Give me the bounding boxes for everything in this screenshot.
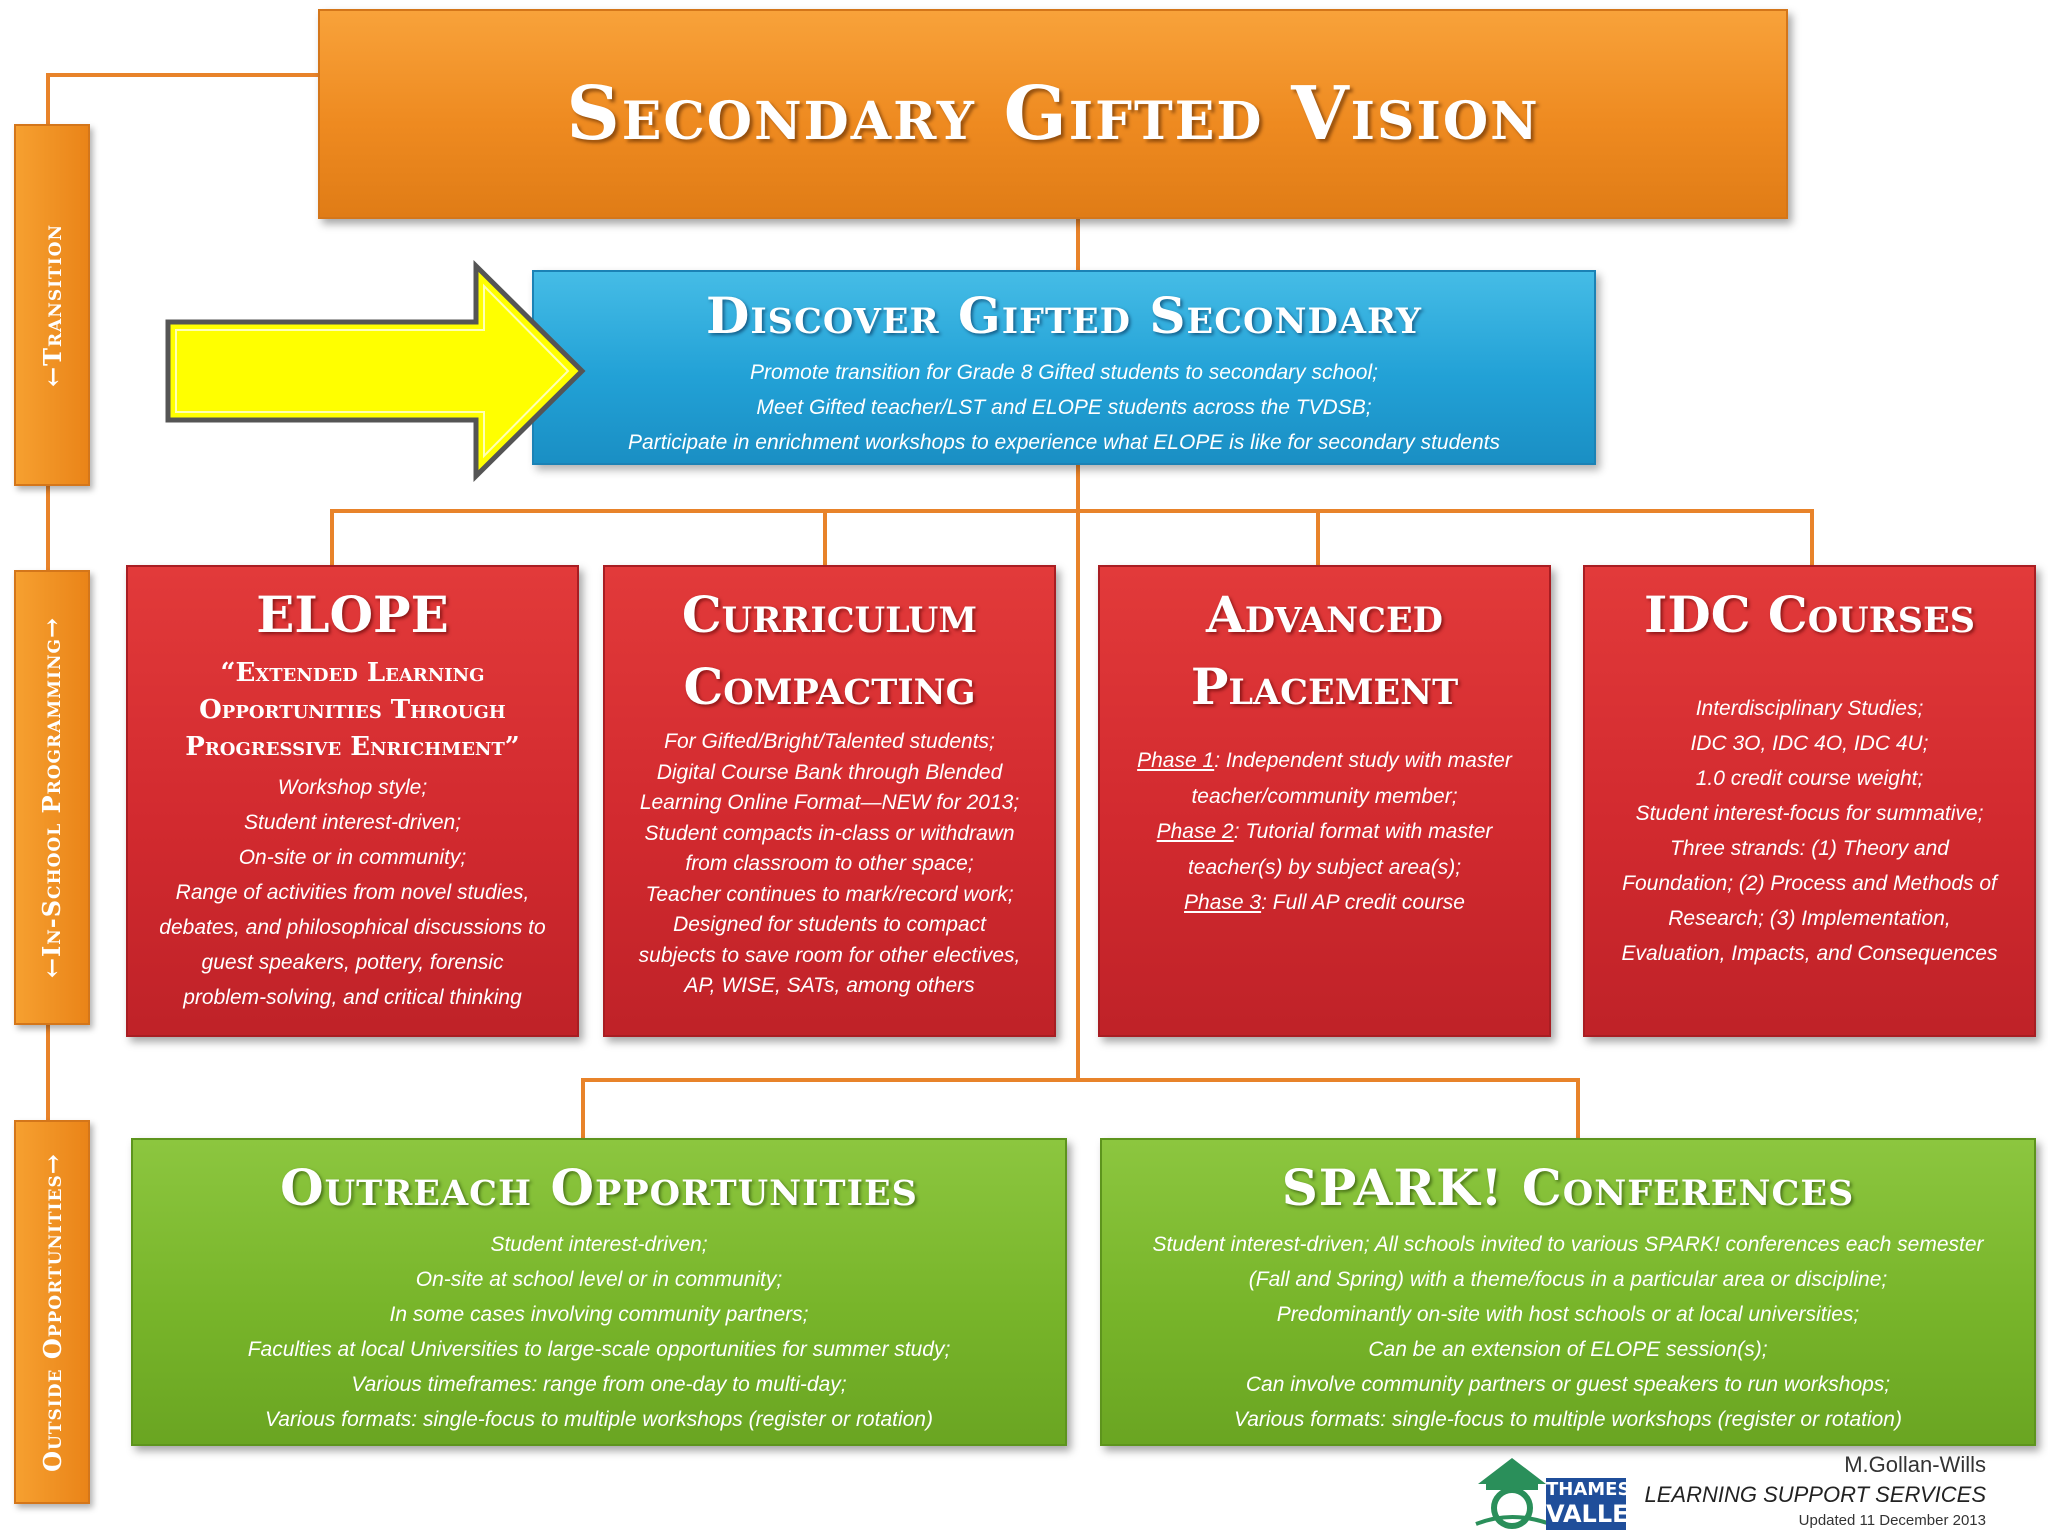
curriculum-line: Designed for students to compact bbox=[673, 913, 986, 936]
spark-conferences-box: SPARK! Conferences Student interest-driv… bbox=[1100, 1138, 2036, 1446]
curriculum-line: AP, WISE, SATs, among others bbox=[684, 974, 975, 997]
advanced-heading: Advanced Placement bbox=[1100, 579, 1549, 723]
logo-word-valley: VALLEY bbox=[1546, 1500, 1646, 1528]
curriculum-line: Teacher continues to mark/record work; bbox=[645, 882, 1014, 906]
advanced-phase-3: Phase 3: Full AP credit course bbox=[1100, 885, 1549, 921]
elope-box: ELOPE “Extended Learning Opportunities T… bbox=[126, 565, 579, 1037]
advanced-phase-1-cont: teacher/community member; bbox=[1191, 784, 1458, 808]
spark-line: Various formats: single-focus to multipl… bbox=[1234, 1408, 1902, 1431]
footer: THAMES VALLEY M.Gollan-Wills LEARNING SU… bbox=[1460, 1452, 1990, 1534]
idc-line: Research; (3) Implementation, bbox=[1668, 907, 1951, 930]
elope-line: On-site or in community; bbox=[238, 846, 467, 869]
discover-line: Meet Gifted teacher/LST and ELOPE studen… bbox=[756, 396, 1372, 419]
thames-valley-logo-icon bbox=[1475, 1458, 1551, 1529]
idc-line: Interdisciplinary Studies; bbox=[1695, 697, 1924, 720]
elope-line: Student interest-driven; bbox=[243, 811, 462, 834]
footer-department: LEARNING SUPPORT SERVICES bbox=[1644, 1482, 1986, 1507]
discover-line: Participate in enrichment workshops to e… bbox=[628, 431, 1500, 454]
elope-line: guest speakers, pottery, forensic bbox=[201, 951, 504, 974]
outreach-line: Student interest-driven; bbox=[490, 1233, 708, 1256]
outreach-line: On-site at school level or in community; bbox=[415, 1268, 783, 1291]
curriculum-heading-line: Compacting bbox=[683, 657, 976, 716]
discover-heading: Discover Gifted Secondary bbox=[705, 286, 1423, 345]
elope-line: Range of activities from novel studies, bbox=[175, 881, 530, 904]
curriculum-line: Student compacts in-class or withdrawn bbox=[644, 821, 1015, 845]
elope-line: problem-solving, and critical thinking bbox=[183, 986, 522, 1009]
spark-line: (Fall and Spring) with a theme/focus in … bbox=[1248, 1268, 1888, 1291]
idc-line: Three strands: (1) Theory and bbox=[1670, 837, 1949, 860]
elope-heading: ELOPE bbox=[256, 585, 449, 644]
side-label-in-school: ←In-School Programming→ bbox=[14, 570, 90, 1025]
elope-subhead-line: “Extended Learning bbox=[220, 658, 485, 688]
curriculum-compacting-box: Curriculum Compacting For Gifted/Bright/… bbox=[603, 565, 1056, 1037]
curriculum-heading-line: Curriculum bbox=[681, 585, 978, 644]
phase-1-label: Phase 1 bbox=[1137, 749, 1215, 772]
page-title: Secondary Gifted Vision bbox=[566, 71, 1540, 157]
side-label-outside: Outside Opportunities→ bbox=[14, 1120, 90, 1504]
spark-heading: SPARK! Conferences bbox=[1281, 1158, 1855, 1217]
idc-heading: IDC Courses bbox=[1643, 585, 1976, 644]
curriculum-line: Learning Online Format—NEW for 2013; bbox=[639, 791, 1020, 814]
spark-line: Predominantly on-site with host schools … bbox=[1276, 1303, 1860, 1326]
elope-line: debates, and philosophical discussions t… bbox=[159, 916, 546, 939]
idc-line: Evaluation, Impacts, and Consequences bbox=[1621, 942, 1998, 965]
logo-word-thames: THAMES bbox=[1546, 1479, 1631, 1500]
spark-line: Can be an extension of ELOPE session(s); bbox=[1368, 1338, 1768, 1361]
idc-line: Student interest-focus for summative; bbox=[1635, 802, 1984, 825]
phase-1-text: : Independent study with master bbox=[1214, 749, 1512, 772]
curriculum-heading: Curriculum Compacting bbox=[605, 579, 1054, 723]
idc-line: Foundation; (2) Process and Methods of bbox=[1622, 872, 1997, 895]
idc-line: IDC 3O, IDC 4O, IDC 4U; bbox=[1690, 732, 1929, 755]
elope-subhead-line: Progressive Enrichment” bbox=[185, 732, 520, 762]
advanced-phase-2-cont: teacher(s) by subject area(s); bbox=[1187, 855, 1462, 879]
curriculum-line: from classroom to other space; bbox=[685, 852, 974, 875]
side-label-in-school-text: ←In-School Programming→ bbox=[37, 616, 67, 979]
side-label-transition: ←Transition bbox=[14, 124, 90, 486]
phase-3-label: Phase 3 bbox=[1184, 891, 1262, 914]
outreach-line: Various formats: single-focus to multipl… bbox=[265, 1408, 933, 1431]
title-banner: Secondary Gifted Vision bbox=[318, 9, 1788, 219]
outreach-line: Various timeframes: range from one-day t… bbox=[351, 1373, 847, 1396]
curriculum-line: subjects to save room for other elective… bbox=[638, 943, 1021, 967]
outreach-line: Faculties at local Universities to large… bbox=[247, 1338, 951, 1361]
advanced-phase-2: Phase 2: Tutorial format with master bbox=[1100, 814, 1549, 850]
phase-3-text: : Full AP credit course bbox=[1261, 891, 1465, 914]
idc-line: 1.0 credit course weight; bbox=[1695, 767, 1924, 790]
curriculum-line: For Gifted/Bright/Talented students; bbox=[664, 730, 995, 753]
footer-author: M.Gollan-Wills bbox=[1844, 1452, 1986, 1477]
advanced-heading-line: Placement bbox=[1190, 657, 1459, 716]
yellow-arrow-icon bbox=[165, 260, 586, 482]
elope-line: Workshop style; bbox=[277, 776, 428, 799]
side-label-transition-text: ←Transition bbox=[37, 223, 67, 387]
outreach-opportunities-box: Outreach Opportunities Student interest-… bbox=[131, 1138, 1067, 1446]
spark-line: Student interest-driven; All schools inv… bbox=[1152, 1233, 1984, 1256]
spark-line: Can involve community partners or guest … bbox=[1245, 1373, 1891, 1396]
outreach-line: In some cases involving community partne… bbox=[389, 1303, 809, 1326]
elope-subhead-line: Opportunities Through bbox=[199, 695, 506, 725]
curriculum-line: Digital Course Bank through Blended bbox=[656, 760, 1003, 784]
idc-courses-box: IDC Courses Interdisciplinary Studies; I… bbox=[1583, 565, 2036, 1037]
advanced-heading-line: Advanced bbox=[1205, 585, 1443, 644]
logo-wordmark: THAMES VALLEY bbox=[1546, 1478, 1646, 1530]
advanced-phase-1: Phase 1: Independent study with master bbox=[1100, 743, 1549, 779]
discover-line: Promote transition for Grade 8 Gifted st… bbox=[750, 361, 1378, 384]
side-label-outside-text: Outside Opportunities→ bbox=[37, 1152, 67, 1472]
phase-2-text: : Tutorial format with master bbox=[1233, 820, 1493, 843]
footer-updated: Updated 11 December 2013 bbox=[1798, 1512, 1986, 1529]
advanced-placement-box: Advanced Placement Phase 1: Independent … bbox=[1098, 565, 1551, 1037]
phase-2-label: Phase 2 bbox=[1156, 820, 1234, 843]
discover-box: Discover Gifted Secondary Promote transi… bbox=[532, 270, 1596, 465]
outreach-heading: Outreach Opportunities bbox=[280, 1158, 918, 1217]
